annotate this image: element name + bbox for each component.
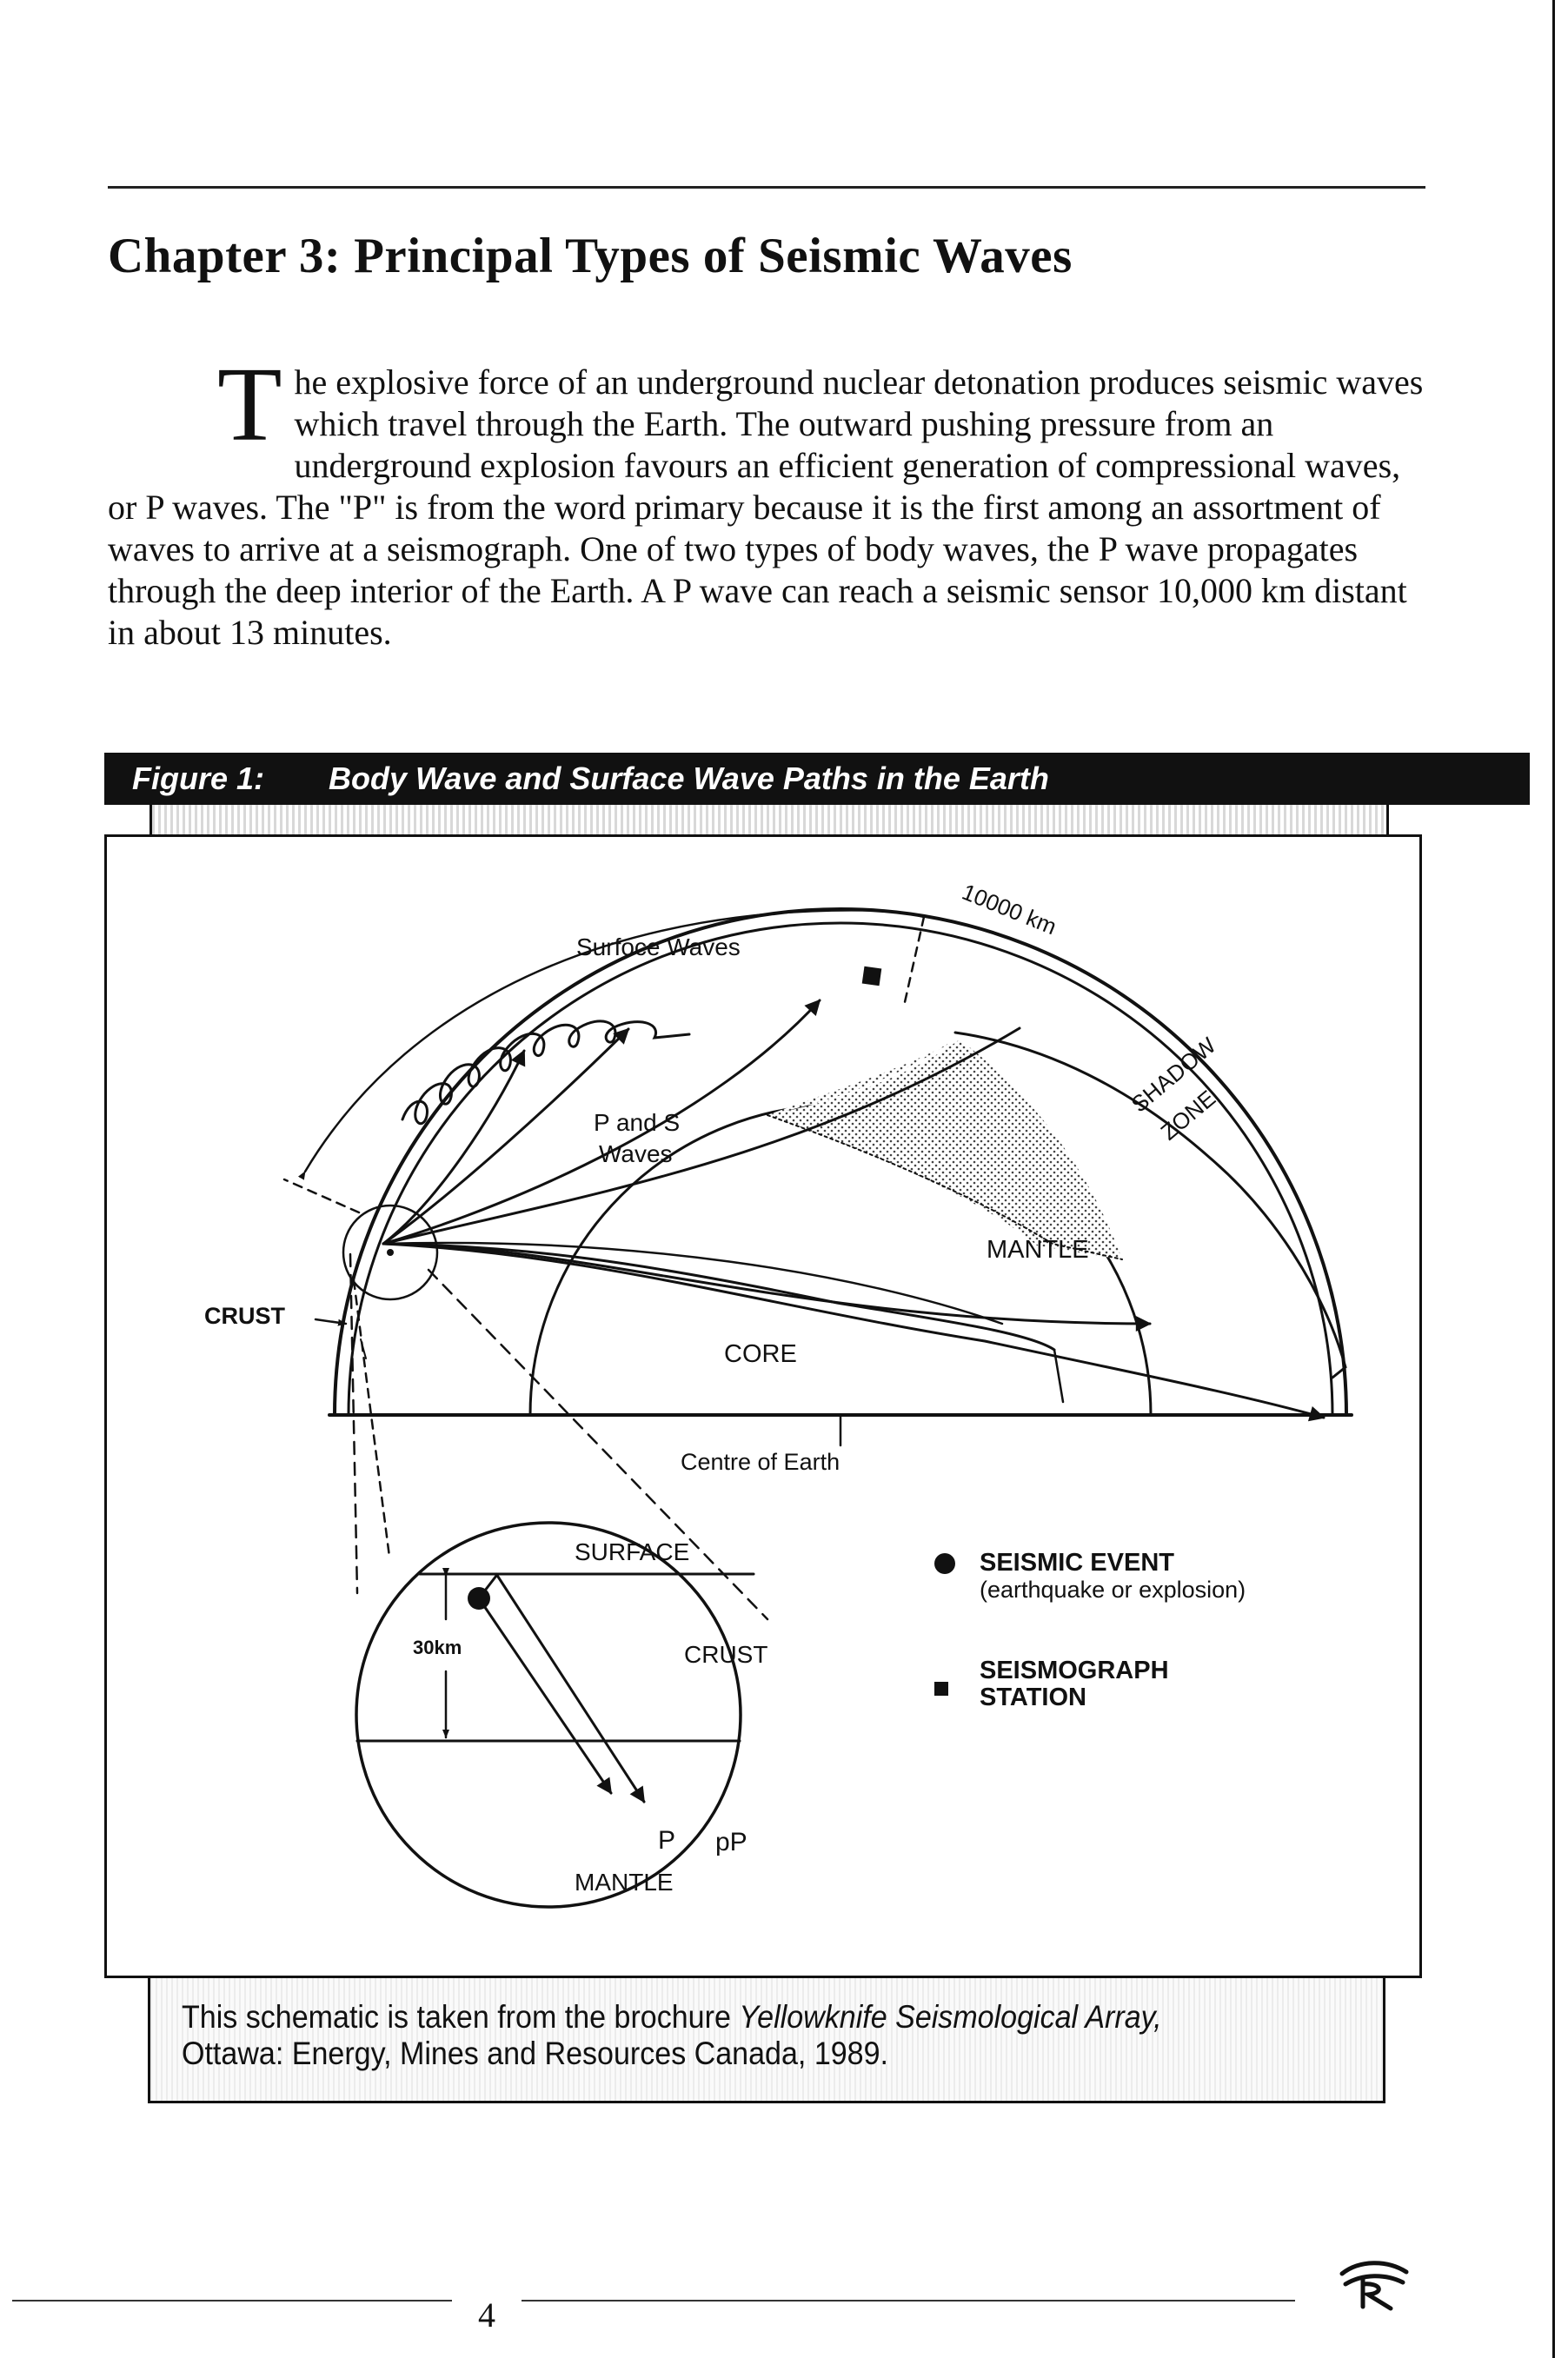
label-inset-crust: CRUST xyxy=(684,1641,767,1668)
legend-event-sublabel: (earthquake or explosion) xyxy=(980,1577,1246,1603)
label-distance: 10000 km xyxy=(959,879,1060,940)
legend-station-symbol xyxy=(934,1682,948,1696)
ray-2 xyxy=(382,1027,630,1245)
legend-event-label: SEISMIC EVENT xyxy=(980,1549,1174,1577)
label-p-and-s: P and S xyxy=(594,1109,680,1136)
inset-pp-ray xyxy=(495,1572,646,1803)
legend-station: SEISMOGRAPH STATION xyxy=(934,1657,1299,1727)
shadow-zone-bracket xyxy=(953,1031,1347,1379)
crust-inner xyxy=(347,921,1334,1417)
seismic-wave-diagram: Surfoce Waves 10000 km SHADOW ZONE P and… xyxy=(204,879,1353,1909)
footer-rule xyxy=(12,2300,1295,2302)
legend-event: SEISMIC EVENT (earthquake or explosion) xyxy=(934,1550,1299,1645)
figure-banner: Figure 1: Body Wave and Surface Wave Pat… xyxy=(104,753,1530,805)
ray-7 xyxy=(382,1242,1056,1352)
chapter-title: Chapter 3: Principal Types of Seismic Wa… xyxy=(108,229,1073,283)
page-number: 4 xyxy=(452,2295,522,2335)
label-mantle: MANTLE xyxy=(987,1236,1089,1264)
figure-credit: This schematic is taken from the brochur… xyxy=(182,1999,1286,2072)
publisher-logo-icon xyxy=(1339,2261,1409,2311)
ray-6 xyxy=(382,1242,1325,1422)
label-inset-pp: pP xyxy=(715,1828,747,1857)
credit-prefix: This schematic is taken from the brochur… xyxy=(182,1999,740,2035)
earth-surface xyxy=(333,907,1348,1417)
distance-arc xyxy=(297,909,887,1180)
intro-text: he explosive force of an underground nuc… xyxy=(108,362,1424,652)
legend-event-symbol xyxy=(934,1553,955,1574)
label-inset-surface: SURFACE xyxy=(575,1538,689,1565)
legend-station-label: SEISMOGRAPH STATION xyxy=(980,1657,1169,1711)
label-centre-of-earth: Centre of Earth xyxy=(681,1449,840,1475)
credit-title: Yellowknife Seismological Array, xyxy=(739,1999,1162,2035)
surface-wave-loops xyxy=(401,1020,691,1126)
figure-credit-box: This schematic is taken from the brochur… xyxy=(148,1978,1385,2103)
label-crust: CRUST xyxy=(204,1303,286,1329)
ray-3 xyxy=(382,999,821,1245)
figure-banner-underlay xyxy=(149,805,1389,836)
seismic-event-dot xyxy=(468,1587,490,1610)
label-inset-depth: 30km xyxy=(413,1637,462,1658)
header-rule xyxy=(108,186,1425,189)
inset-p-ray xyxy=(477,1597,613,1795)
label-waves: Waves xyxy=(599,1140,673,1167)
label-core: CORE xyxy=(724,1340,797,1368)
ray-8 xyxy=(382,1241,1004,1325)
credit-rest: Ottawa: Energy, Mines and Resources Cana… xyxy=(182,2036,889,2071)
label-surface-waves: Surfoce Waves xyxy=(576,933,741,960)
ray-1 xyxy=(382,1049,526,1245)
ray-5 xyxy=(382,1242,1152,1332)
seismograph-station-marker xyxy=(861,966,882,986)
label-inset-mantle: MANTLE xyxy=(575,1869,674,1896)
ray-4 xyxy=(382,1026,1021,1245)
page-edge-line xyxy=(1552,0,1555,2358)
inset-circle xyxy=(355,1521,742,1909)
figure-label: Figure 1: xyxy=(132,761,265,796)
figure-caption: Body Wave and Surface Wave Paths in the … xyxy=(329,761,1049,796)
event-zoom-circle xyxy=(342,1204,439,1301)
shadow-zone-area xyxy=(767,1040,1122,1259)
figure-panel: Surfoce Waves 10000 km SHADOW ZONE P and… xyxy=(104,834,1422,1978)
label-inset-p: P xyxy=(658,1826,675,1855)
drop-cap: T xyxy=(217,346,282,463)
